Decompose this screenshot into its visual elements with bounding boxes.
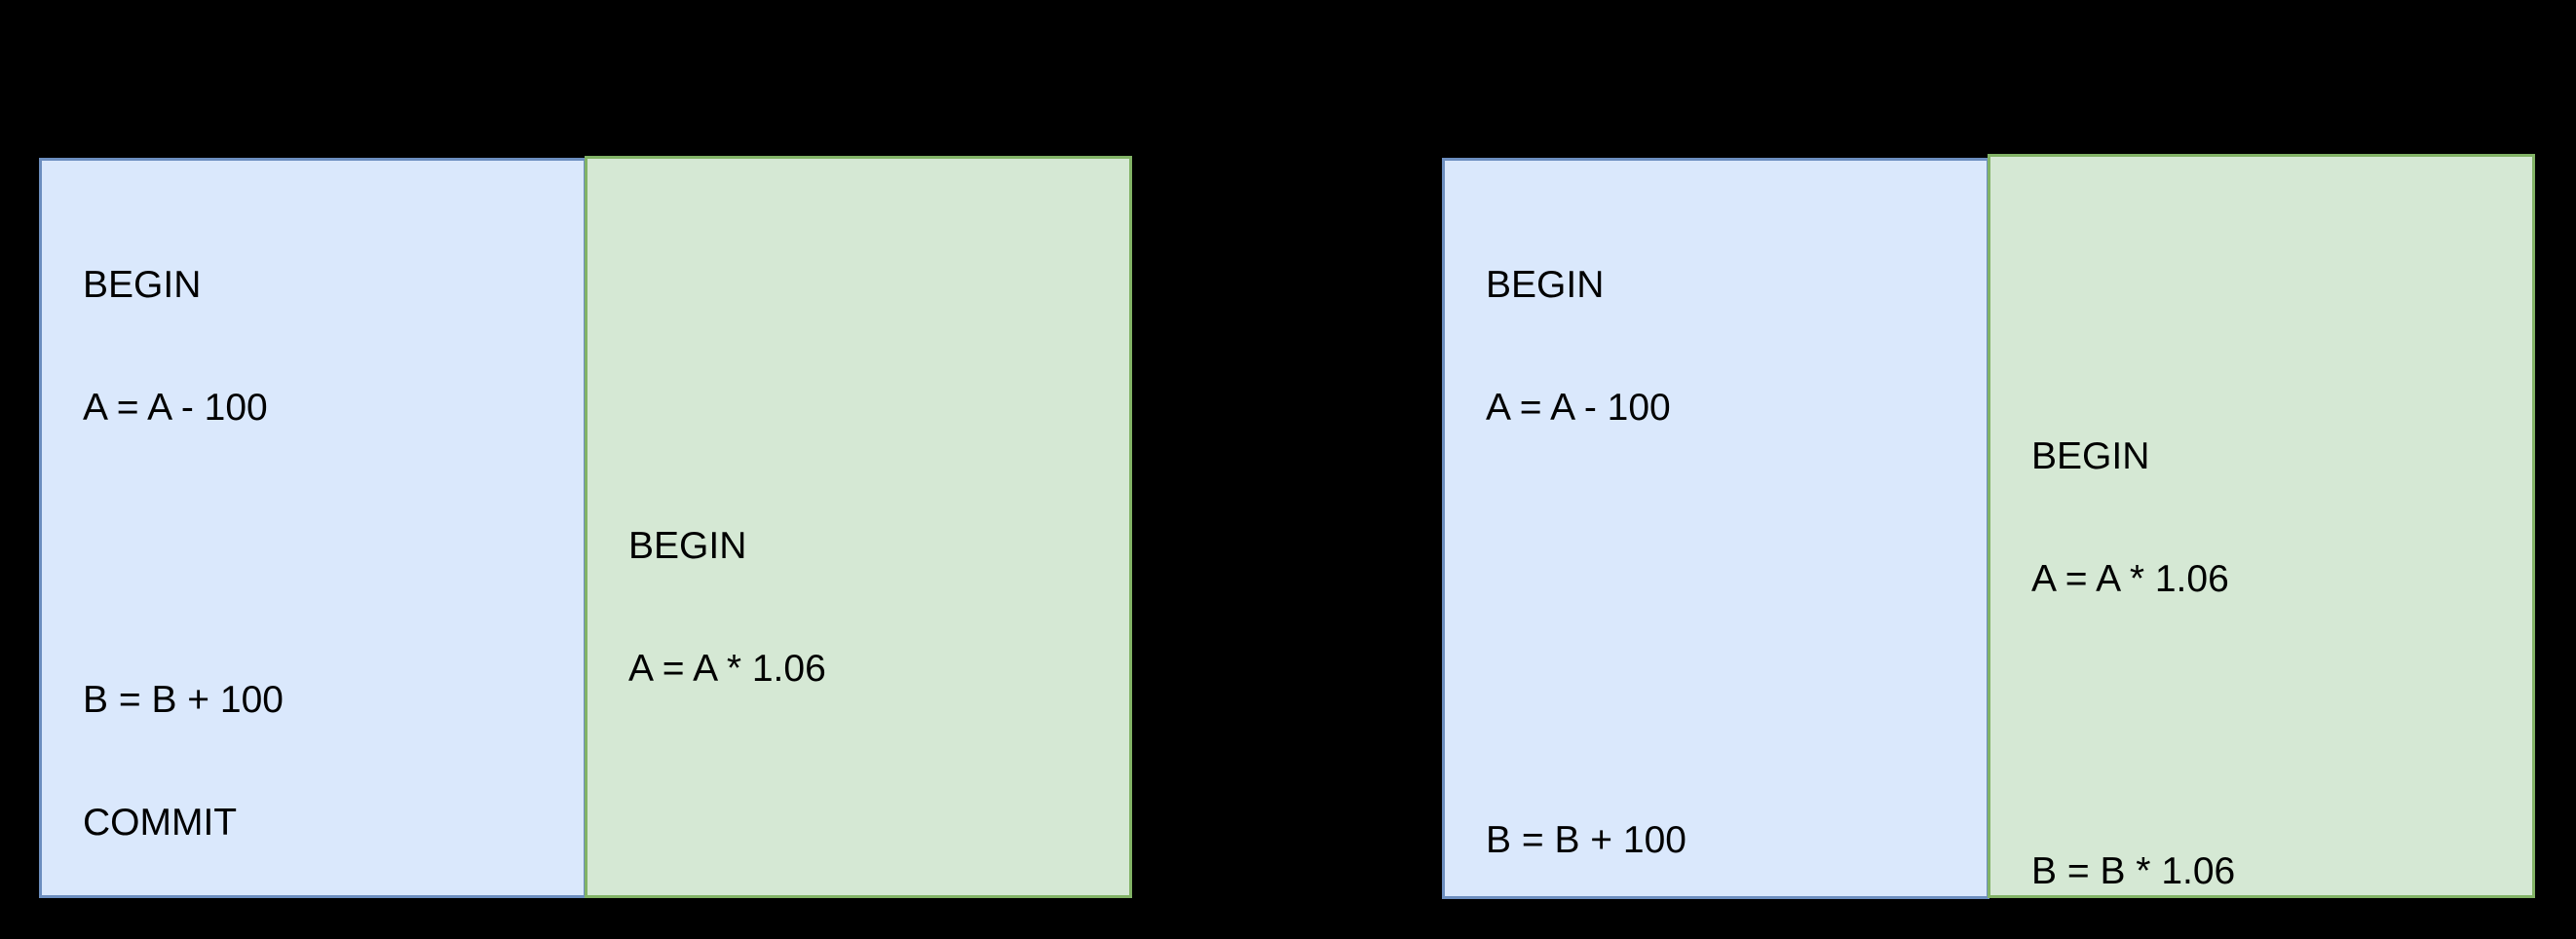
code-line-spacer (2031, 683, 2235, 776)
code-line: A = A - 100 (83, 387, 268, 429)
code-line: B = B * 1.06 (2031, 850, 2236, 892)
left-transaction-t1-panel[interactable]: BEGIN A = A - 100 B = B + 100 COMMIT (39, 158, 587, 898)
code-line: BEGIN (1486, 264, 1605, 306)
code-line-spacer (628, 772, 832, 866)
code-line: COMMIT (83, 802, 238, 844)
code-line: A = A * 1.06 (628, 648, 826, 690)
right-t1-code-block-1: BEGIN A = A - 100 (1486, 190, 1671, 511)
left-t2-code-block: BEGIN A = A * 1.06 B = B * 1.06 COMMIT (628, 451, 832, 895)
code-line: A = A * 1.06 (2031, 558, 2229, 600)
code-line: BEGIN (83, 264, 202, 306)
code-line: B = B + 100 (83, 679, 284, 721)
code-line: B = B + 100 (1486, 819, 1686, 861)
right-t2-code-block: BEGIN A = A * 1.06 B = B * 1.06 COMMIT (2031, 361, 2236, 895)
right-transaction-t2-panel[interactable]: BEGIN A = A * 1.06 B = B * 1.06 COMMIT (1988, 154, 2535, 898)
right-t1-code-block-2: B = B + 100 COMMIT (1486, 745, 1686, 896)
left-t1-code-block: BEGIN A = A - 100 B = B + 100 COMMIT (83, 190, 284, 895)
code-line: BEGIN (628, 525, 747, 567)
right-transaction-t1-panel[interactable]: BEGIN A = A - 100 B = B + 100 COMMIT (1442, 158, 1989, 899)
code-line: A = A - 100 (1486, 387, 1671, 429)
code-line-spacer (83, 511, 284, 605)
left-transaction-t2-panel[interactable]: BEGIN A = A * 1.06 B = B * 1.06 COMMIT (585, 156, 1132, 898)
code-line: BEGIN (2031, 435, 2150, 477)
